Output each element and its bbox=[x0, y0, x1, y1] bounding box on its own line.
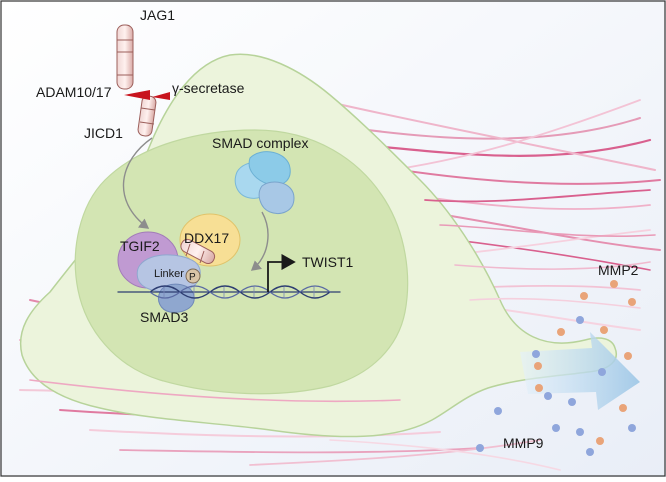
mmp9-dot bbox=[628, 424, 636, 432]
mmp2-dot bbox=[610, 280, 618, 288]
label-tgif2: TGIF2 bbox=[120, 238, 160, 254]
mmp2-dot bbox=[580, 292, 588, 300]
overlay-fibers bbox=[29, 189, 656, 403]
secretion-arrow bbox=[520, 332, 640, 410]
smad-translocation-arrow bbox=[250, 211, 269, 271]
mmp2-dot bbox=[534, 362, 542, 370]
jag1-receptor bbox=[116, 24, 157, 137]
adam-cleavage-marker bbox=[124, 90, 150, 100]
label-adam: ADAM10/17 bbox=[36, 84, 112, 100]
label-smad-complex: SMAD complex bbox=[212, 135, 308, 151]
mmp2-dot bbox=[624, 352, 632, 360]
mmp2-dot bbox=[619, 404, 627, 412]
mmp2-dot bbox=[600, 326, 608, 334]
mmp9-dots bbox=[476, 316, 636, 456]
label-smad3: SMAD3 bbox=[140, 309, 188, 325]
mmp9-dot bbox=[552, 424, 560, 432]
label-jicd1: JICD1 bbox=[84, 125, 123, 141]
label-linker: Linker bbox=[154, 268, 184, 280]
dna-helix bbox=[117, 285, 341, 299]
phospho-circle bbox=[185, 268, 201, 284]
mmp9-dot bbox=[586, 448, 594, 456]
smad-complex bbox=[234, 151, 295, 214]
label-twist1: TWIST1 bbox=[302, 254, 354, 270]
smad3-protein bbox=[136, 254, 201, 313]
label-gamma-secretase: γ-secretase bbox=[172, 80, 245, 96]
mmp2-dot bbox=[628, 298, 636, 306]
mmp9-dot bbox=[598, 368, 606, 376]
mmp9-dot bbox=[532, 350, 540, 358]
mmp2-dot bbox=[535, 384, 543, 392]
label-jag1: JAG1 bbox=[140, 7, 175, 23]
mmp9-dot bbox=[544, 392, 552, 400]
mmp2-dot bbox=[557, 328, 565, 336]
transcription-arrow bbox=[267, 253, 296, 292]
label-mmp2: MMP2 bbox=[598, 262, 639, 278]
mmp9-dot bbox=[476, 444, 484, 452]
mmp9-dot bbox=[494, 407, 502, 415]
label-mmp9: MMP9 bbox=[503, 435, 544, 451]
nucleus bbox=[74, 129, 409, 395]
mmp9-dot bbox=[568, 398, 576, 406]
mmp2-dot bbox=[596, 437, 604, 445]
gamma-secretase-marker bbox=[152, 92, 170, 100]
mmp9-dot bbox=[576, 316, 584, 324]
label-ddx17: DDX17 bbox=[184, 230, 229, 246]
jicd1-in-complex bbox=[180, 238, 216, 265]
jicd1-translocation-arrow bbox=[122, 137, 153, 229]
label-phospho: P bbox=[189, 272, 196, 283]
mmp2-dots bbox=[534, 280, 636, 445]
mmp9-dot bbox=[576, 428, 584, 436]
